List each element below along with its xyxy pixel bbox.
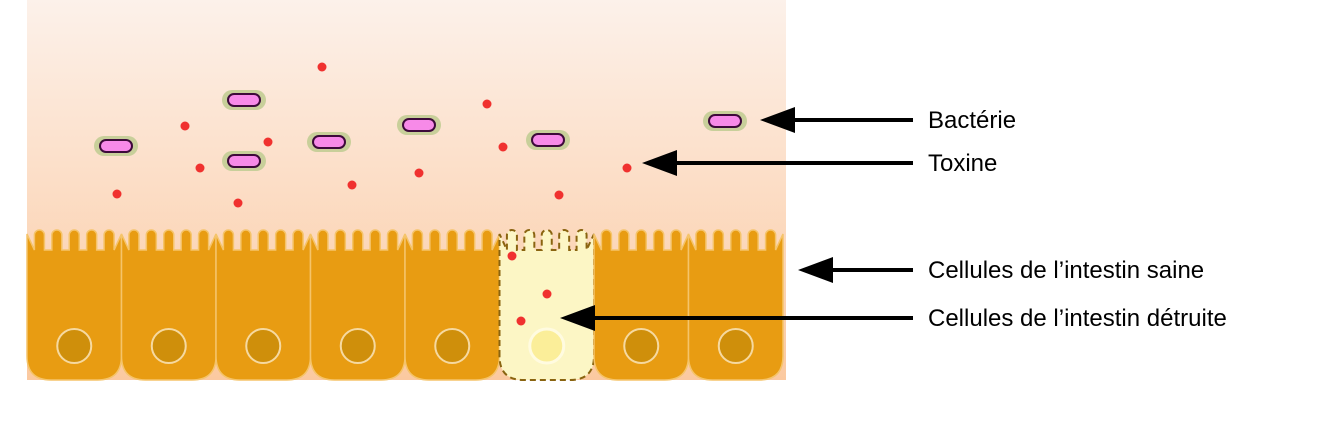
toxin-dot: [180, 121, 190, 131]
bacterium: [397, 115, 441, 135]
cell-nucleus: [56, 328, 93, 364]
bacterium: [307, 132, 351, 152]
bacterium: [222, 151, 266, 171]
healthy-cells-arrow: [798, 257, 913, 283]
bacterium: [526, 130, 570, 150]
bacterium-body: [99, 139, 133, 153]
toxin-dot: [507, 251, 517, 261]
cell-body: [593, 229, 690, 381]
destroyed-cell: [498, 229, 595, 381]
arrows: [560, 107, 913, 331]
bacteria-label: Bactérie: [928, 107, 1016, 134]
toxin-dot: [414, 168, 424, 178]
toxin-dot: [112, 189, 122, 199]
cell-nucleus: [339, 328, 376, 364]
bacterium-body: [227, 154, 261, 168]
bacterium-body: [312, 135, 346, 149]
intestinal-cell-layer: [26, 229, 784, 381]
healthy-cell: [404, 229, 501, 381]
toxin-dot: [554, 190, 564, 200]
toxin-dot: [233, 198, 243, 208]
toxin-dot: [482, 99, 492, 109]
destroyed-cells-label: Cellules de l’intestin détruite: [928, 305, 1227, 332]
bacterium-body: [402, 118, 436, 132]
cell-nucleus: [717, 328, 754, 364]
bacterium-body: [227, 93, 261, 107]
cell-nucleus: [150, 328, 187, 364]
healthy-cell: [120, 229, 217, 381]
cell-body: [687, 229, 784, 381]
healthy-cell: [26, 229, 123, 381]
destroyed-cell-body: [498, 229, 595, 381]
healthy-cell: [215, 229, 312, 381]
healthy-cell: [593, 229, 690, 381]
toxin-arrow: [642, 150, 913, 176]
destroyed-nucleus: [528, 327, 566, 365]
toxin-dot: [317, 62, 327, 72]
cell-body: [215, 229, 312, 381]
healthy-cell: [687, 229, 784, 381]
bacteria-group: [94, 90, 747, 171]
toxin-label: Toxine: [928, 150, 997, 177]
toxin-dot: [195, 163, 205, 173]
cell-nucleus: [434, 328, 471, 364]
toxin-dot: [263, 137, 273, 147]
cell-body: [404, 229, 501, 381]
bacteria-arrow: [760, 107, 913, 133]
cell-nucleus: [623, 328, 660, 364]
bacterium: [94, 136, 138, 156]
toxin-dot: [622, 163, 632, 173]
toxin-dot: [516, 316, 526, 326]
toxin-dot: [347, 180, 357, 190]
bacterium-body: [531, 133, 565, 147]
cell-body: [309, 229, 406, 381]
bacterium: [222, 90, 266, 110]
healthy-cell: [309, 229, 406, 381]
toxin-group: [112, 62, 632, 326]
healthy-cells-label: Cellules de l’intestin saine: [928, 257, 1204, 284]
cell-nucleus: [245, 328, 282, 364]
toxin-dot: [498, 142, 508, 152]
bacterium: [703, 111, 747, 131]
bacterium-body: [708, 114, 742, 128]
toxin-dot: [542, 289, 552, 299]
destroyed-cells-arrow: [560, 305, 913, 331]
cell-body: [26, 229, 123, 381]
cell-body: [120, 229, 217, 381]
